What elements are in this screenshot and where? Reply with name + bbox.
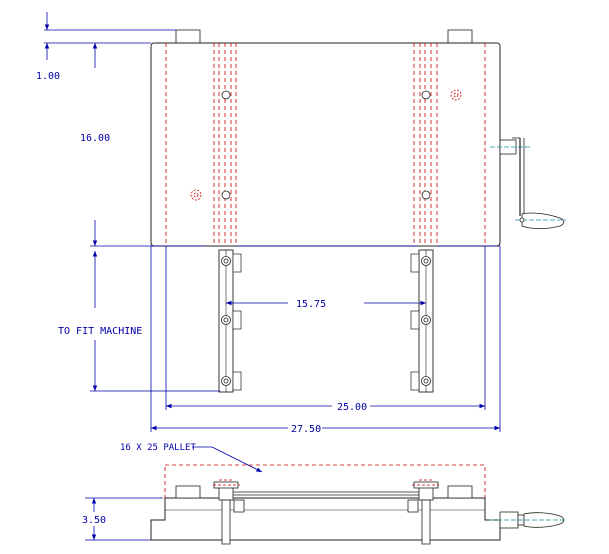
- right-rail-hidden-lines: [413, 43, 486, 246]
- mounting-holes: [221, 90, 431, 200]
- crank-handle-icon: [490, 511, 566, 529]
- side-left-clamp: [213, 479, 245, 545]
- pin-markers: [190, 89, 462, 201]
- dim-height: 16.00: [80, 133, 110, 144]
- top-tab-right: [447, 29, 473, 44]
- pallet-outline: [164, 464, 486, 499]
- top-tab-left: [175, 29, 201, 44]
- side-view: [150, 464, 566, 545]
- right-clamp-bar: [410, 249, 434, 393]
- side-tab-left: [175, 485, 201, 499]
- dim-rail-spacing: 15.75: [296, 299, 326, 310]
- base-plate: [150, 42, 501, 247]
- top-view: [150, 29, 566, 393]
- crank-handle-icon: [490, 137, 566, 230]
- dim-overall-width: 27.50: [291, 424, 321, 435]
- dimension-lines: [44, 12, 501, 541]
- bolt-icon: [421, 256, 431, 386]
- side-base: [150, 497, 501, 541]
- left-rail-hidden-lines: [165, 43, 237, 246]
- left-clamp-bar: [218, 249, 242, 393]
- side-right-clamp: [407, 479, 439, 545]
- pallet-note: 16 X 25 PALLET: [120, 443, 196, 453]
- side-tab-right: [447, 485, 473, 499]
- dim-top-offset: 1.00: [36, 71, 60, 82]
- dim-inner-width: 25.00: [337, 402, 367, 413]
- dim-side-height: 3.50: [82, 515, 106, 526]
- dimension-labels: 1.00 16.00 TO FIT MACHINE 15.75 25.00 27…: [36, 71, 367, 526]
- dim-fit-machine: TO FIT MACHINE: [58, 326, 142, 337]
- bolt-icon: [221, 256, 231, 386]
